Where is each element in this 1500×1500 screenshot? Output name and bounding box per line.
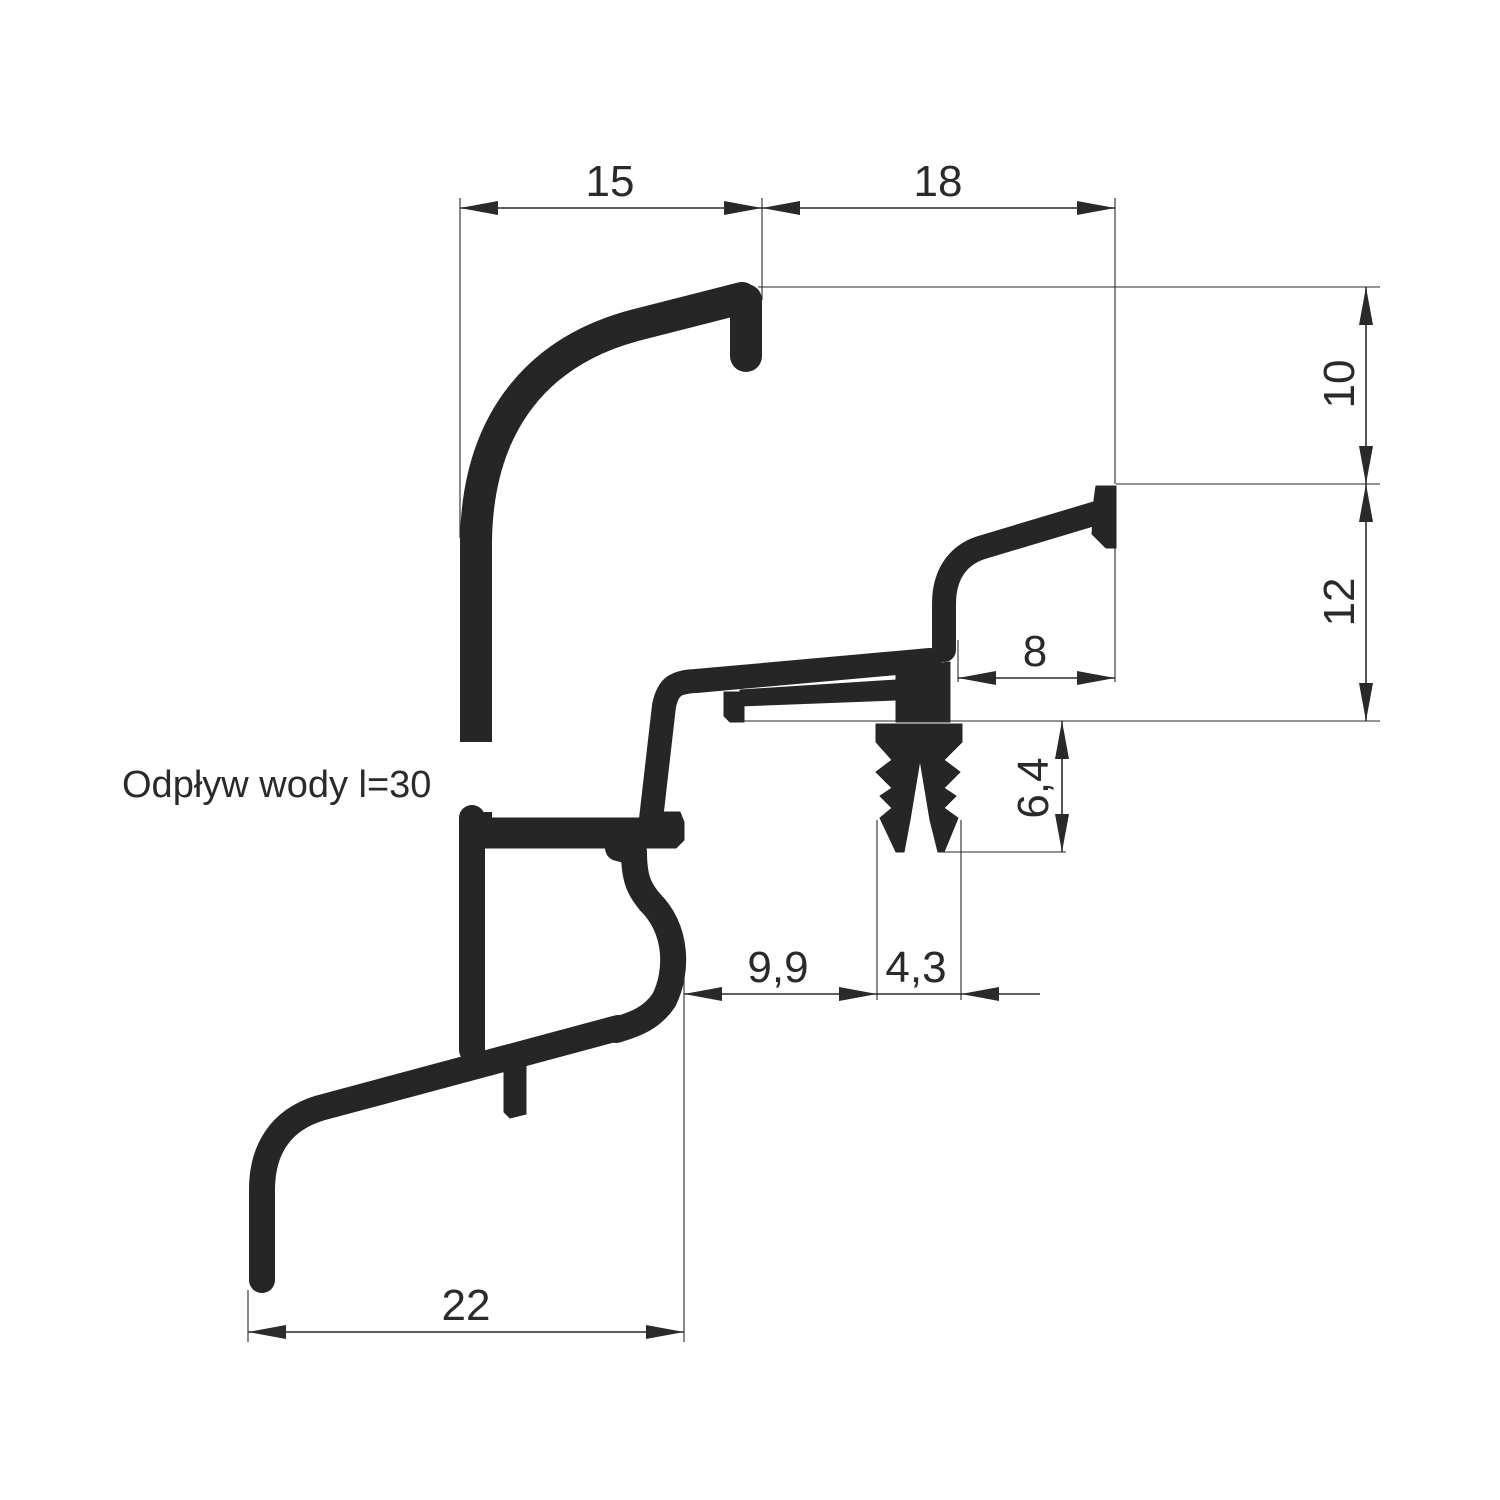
arrow-9-9-right	[839, 987, 877, 1001]
arrow-15-right	[724, 201, 762, 215]
arrow-10-bottom	[1359, 446, 1373, 484]
arrow-18-right	[1077, 201, 1115, 215]
arrow-10-top	[1359, 287, 1373, 325]
profile-fin-end	[1091, 485, 1117, 549]
profile-stem	[895, 661, 951, 723]
profile-sill	[249, 1015, 631, 1293]
dimension-lines	[248, 201, 1373, 1339]
profile-drip-bulb	[603, 835, 687, 1043]
arrow-8-left	[958, 671, 996, 685]
extension-lines	[247, 198, 1380, 1342]
dim-label-8: 8	[1023, 627, 1047, 676]
arrow-8-right	[1077, 671, 1115, 685]
dim-label-18: 18	[914, 157, 963, 206]
profile-section	[249, 282, 1117, 1293]
water-drain-slot	[460, 742, 492, 812]
arrow-18-left	[762, 201, 800, 215]
arrow-4-3-right	[961, 987, 999, 1001]
gasket-foot	[875, 723, 963, 853]
profile-sill-tab	[503, 1057, 527, 1119]
dim-label-4-3: 4,3	[885, 943, 946, 992]
arrow-6-4-bottom	[1055, 814, 1069, 852]
arrow-12-bottom	[1359, 683, 1373, 721]
arrow-22-right	[646, 1325, 684, 1339]
dim-label-12: 12	[1315, 578, 1364, 627]
profile-upper-hood	[460, 282, 762, 834]
arrow-9-9-left	[684, 987, 722, 1001]
arrow-15-left	[460, 201, 498, 215]
dim-label-6-4: 6,4	[1009, 757, 1058, 818]
profile-upper-arm	[932, 500, 1112, 662]
arrow-22-left	[248, 1325, 286, 1339]
dim-label-9-9: 9,9	[747, 943, 808, 992]
dim-label-10: 10	[1315, 360, 1364, 409]
dim-label-22: 22	[442, 1281, 491, 1330]
water-drain-note: Odpływ wody l=30	[122, 764, 431, 806]
dimension-labels: 15 18 10 12 8 6,4 9,9 4,3 22 Odpływ wody…	[122, 157, 1364, 1330]
arrow-12-top	[1359, 484, 1373, 522]
arrow-6-4-top	[1055, 721, 1069, 759]
profile-glazing-arm	[638, 648, 942, 840]
dim-label-15: 15	[586, 157, 635, 206]
